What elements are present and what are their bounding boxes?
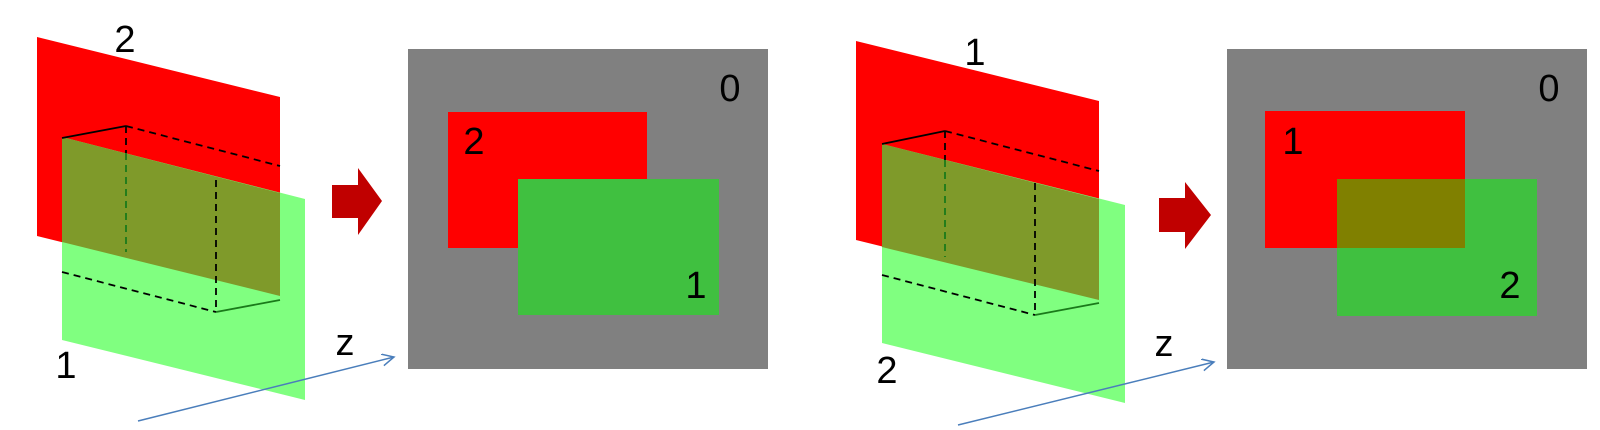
right-result-view: 0 1 2 xyxy=(1227,49,1587,369)
box-outline xyxy=(61,125,281,313)
z-axis-arrow xyxy=(957,362,1214,426)
right-3d-view: 1 2 z xyxy=(856,32,1214,426)
green-layer-label: 1 xyxy=(685,265,706,307)
box-outline xyxy=(881,130,1100,316)
front-plane-label: 1 xyxy=(55,345,76,387)
back-plane-label: 2 xyxy=(114,19,135,61)
overlap-region xyxy=(62,137,280,296)
overlap-region xyxy=(882,144,1099,300)
overlap-region xyxy=(1337,179,1465,248)
front-plane-label: 2 xyxy=(876,350,897,392)
background-label: 0 xyxy=(719,68,740,110)
background-label: 0 xyxy=(1538,68,1559,110)
transform-arrow-icon xyxy=(1159,182,1211,249)
back-plane-label: 1 xyxy=(964,32,985,74)
z-axis-arrow xyxy=(137,357,394,422)
green-layer-label: 2 xyxy=(1499,265,1520,307)
left-result-view: 0 2 1 xyxy=(408,49,768,369)
green-layer xyxy=(518,179,719,315)
red-layer-label: 1 xyxy=(1282,121,1303,163)
z-axis-label: z xyxy=(1155,323,1174,365)
z-axis-label: z xyxy=(336,322,355,364)
left-3d-view: 2 1 z xyxy=(37,19,394,422)
red-layer-label: 2 xyxy=(463,121,484,163)
transform-arrow-icon xyxy=(332,168,382,235)
